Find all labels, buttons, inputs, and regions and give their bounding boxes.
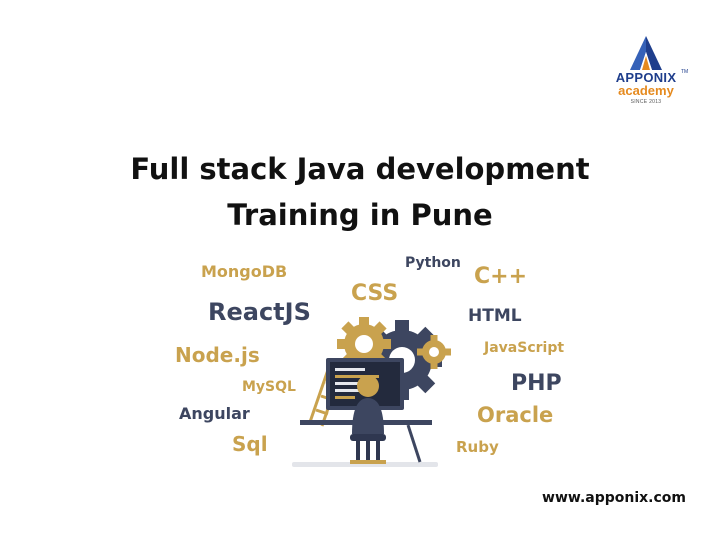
logo-sub-text: academy [618, 83, 674, 98]
developer-figure [350, 375, 386, 464]
tech-css: CSS [351, 281, 399, 306]
apponix-a-icon [630, 36, 662, 70]
developer-illustration [292, 317, 451, 467]
tech-php: PHP [511, 371, 562, 396]
floor-shadow [292, 462, 438, 467]
tech-javascript: JavaScript [484, 340, 565, 356]
tech-html: HTML [468, 306, 522, 326]
title-line-2: Training in Pune [227, 198, 493, 232]
tech-reactjs: ReactJS [208, 298, 311, 326]
tech-mongodb: MongoDB [201, 262, 288, 281]
tech-mysql: MySQL [242, 379, 296, 395]
tech-python: Python [405, 255, 461, 271]
right-gear-icon [417, 335, 451, 369]
apponix-logo: APPONIX TM academy SINCE 2013 [604, 36, 688, 112]
tech-oracle: Oracle [477, 403, 554, 427]
tech-angular: Angular [179, 404, 250, 423]
logo-since-text: SINCE 2013 [630, 99, 662, 105]
title-line-1: Full stack Java development [130, 152, 590, 186]
website-url[interactable]: www.apponix.com [542, 490, 686, 506]
tech-ruby: Ruby [456, 438, 499, 456]
page-title: Full stack Java development Training in … [80, 146, 640, 238]
tech-cpp: C++ [474, 264, 528, 289]
desk-leg [406, 424, 422, 463]
tech-nodejs: Node.js [175, 343, 260, 367]
tech-sql: Sql [232, 432, 268, 456]
logo-trademark: TM [681, 69, 689, 75]
logo-brand-text: APPONIX [615, 70, 677, 85]
